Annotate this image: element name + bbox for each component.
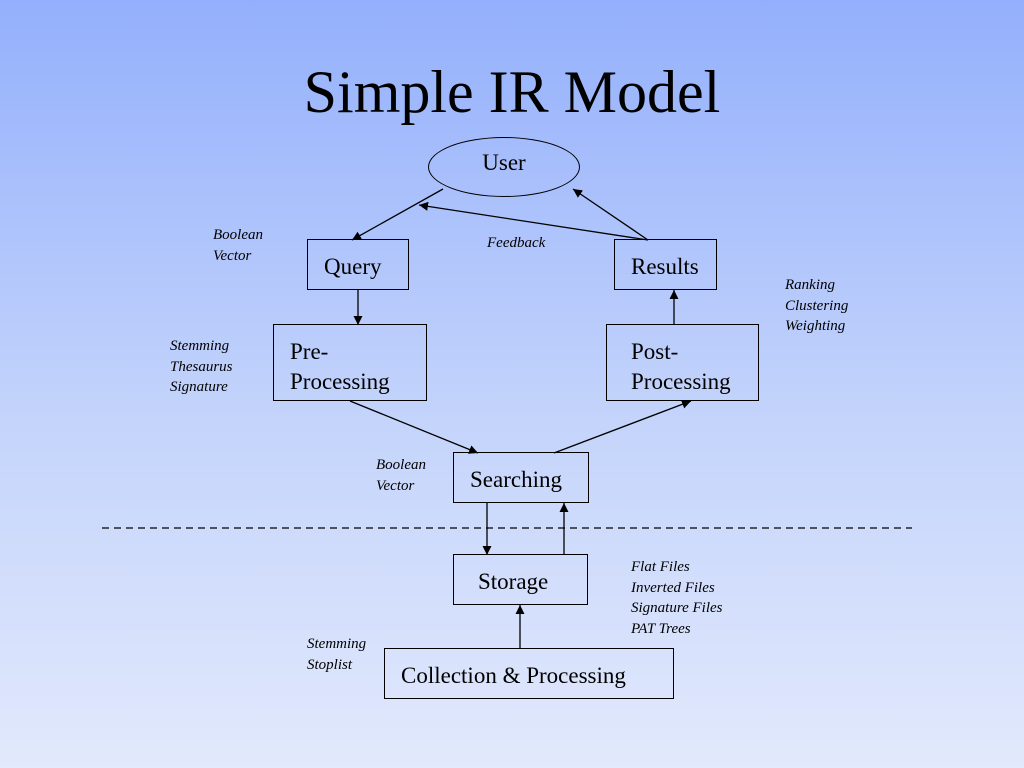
query-label: Query: [324, 254, 382, 279]
arrow-results-to-user: [572, 188, 649, 241]
feedback-note: Feedback: [487, 233, 545, 254]
results-op-ranking: Ranking: [785, 277, 835, 293]
collection-op-stoplist: Stoplist: [307, 656, 353, 673]
slide-title: Simple IR Model: [303, 59, 721, 125]
arrow-feedback: [418, 201, 649, 241]
post-processing-label-line1: Post-: [631, 339, 679, 364]
search-models-note: Boolean Vector: [376, 455, 426, 496]
storage-type-flat-files: Flat Files: [631, 559, 690, 575]
pre-op-signature: Signature: [170, 379, 228, 395]
pre-processing-box: Pre- Processing: [273, 324, 427, 401]
results-op-clustering: Clustering: [785, 297, 849, 314]
arrow-searching-to-postprocessing: [553, 399, 692, 454]
pre-processing-label-line2: Processing: [290, 369, 390, 394]
storage-box: Storage: [453, 554, 588, 605]
user-label: User: [482, 150, 526, 175]
storage-type-signature-files: Signature Files: [631, 600, 723, 616]
feedback-label: Feedback: [487, 235, 546, 251]
arrow-user-to-query: [351, 188, 444, 241]
post-processing-label-line2: Processing: [631, 369, 731, 394]
collection-processing-label: Collection & Processing: [401, 663, 626, 688]
collection-op-stemming: Stemming: [307, 636, 367, 652]
collection-processing-box: Collection & Processing: [384, 648, 674, 699]
results-label: Results: [631, 254, 699, 279]
pre-processing-ops-note: Stemming Thesaurus Signature: [170, 336, 233, 398]
searching-label: Searching: [470, 467, 562, 492]
search-model-boolean: Boolean: [376, 457, 426, 473]
storage-types-note: Flat Files Inverted Files Signature File…: [631, 557, 723, 639]
user-node: User: [428, 137, 580, 197]
storage-type-pat-trees: PAT Trees: [631, 620, 691, 637]
query-models-note: Boolean Vector: [213, 225, 263, 266]
arrow-preprocessing-to-searching: [349, 400, 479, 454]
query-model-boolean: Boolean: [213, 227, 263, 243]
search-model-vector: Vector: [376, 477, 415, 494]
storage-label: Storage: [478, 569, 549, 594]
query-model-vector: Vector: [213, 247, 252, 264]
pre-processing-label-line1: Pre-: [290, 339, 329, 364]
pre-op-thesaurus: Thesaurus: [170, 358, 233, 375]
collection-ops-note: Stemming Stoplist: [307, 634, 366, 675]
searching-box: Searching: [453, 452, 589, 503]
storage-type-inverted-files: Inverted Files: [631, 579, 715, 596]
results-ops-note: Ranking Clustering Weighting: [785, 275, 848, 337]
results-box: Results: [614, 239, 717, 290]
post-processing-box: Post- Processing: [606, 324, 759, 401]
results-op-weighting: Weighting: [785, 318, 846, 334]
pre-op-stemming: Stemming: [170, 338, 230, 354]
query-box: Query: [307, 239, 409, 290]
